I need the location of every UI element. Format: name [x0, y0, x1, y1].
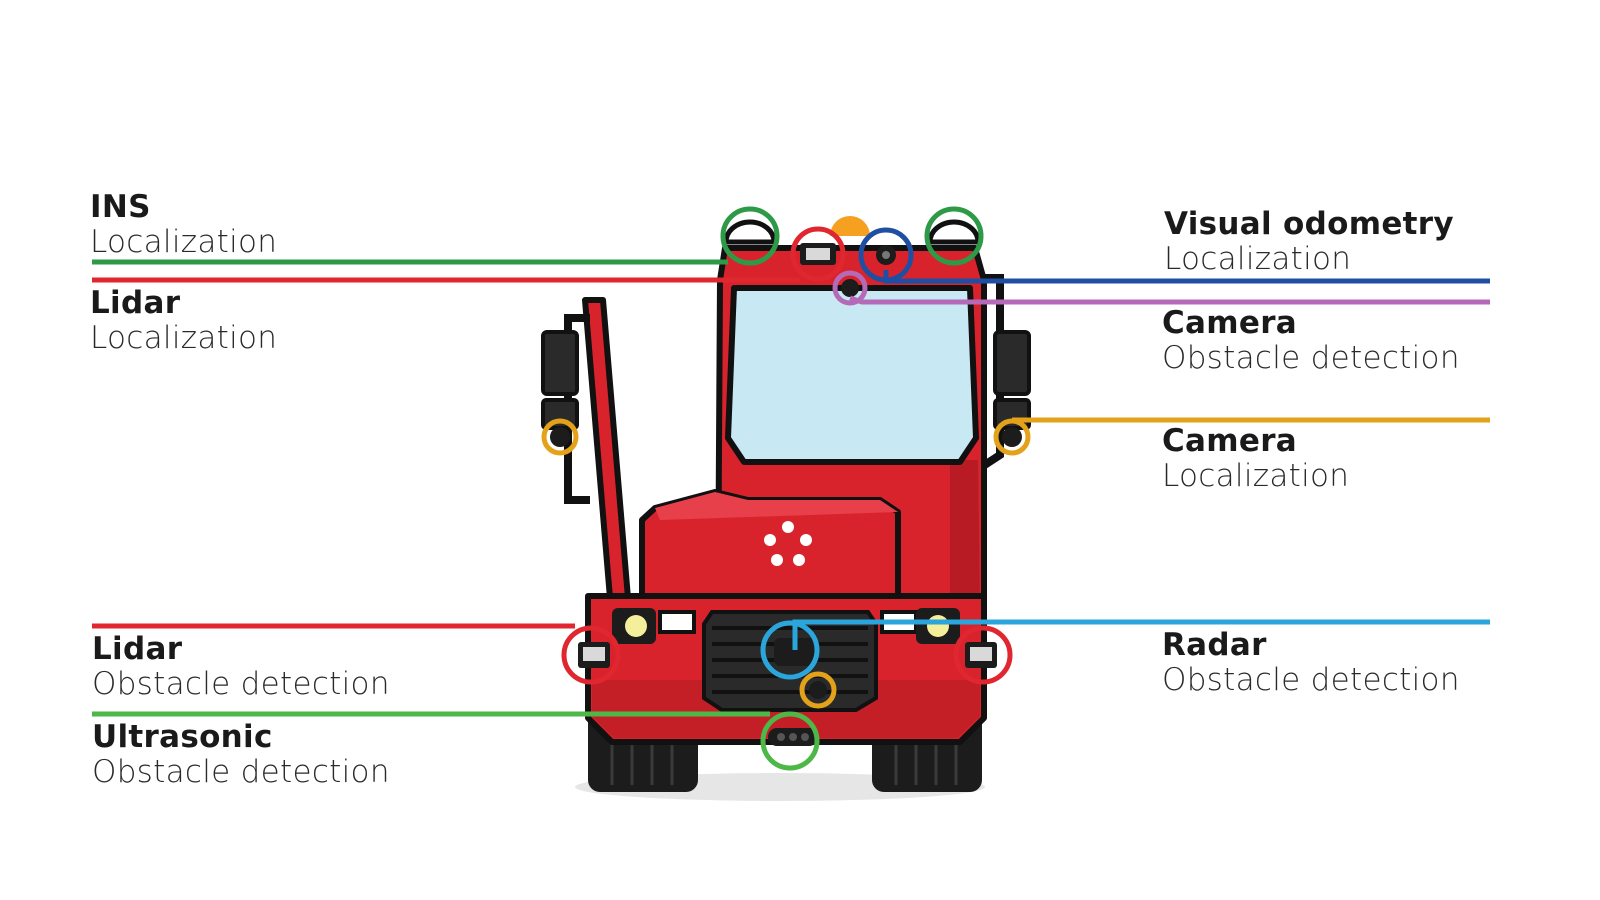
- ins-ring-right: [924, 206, 984, 266]
- right-headlight: [927, 615, 949, 637]
- left-indicator: [658, 610, 696, 634]
- ins-antenna-right: [927, 219, 981, 245]
- label-ins-title: INS: [90, 189, 151, 225]
- beacon-light: [830, 216, 870, 236]
- label-lidar-top-subtitle: Localization: [90, 320, 278, 356]
- radar-unit: [774, 638, 816, 666]
- visual-odometry-ring: [858, 227, 914, 283]
- label-ultrasonic-title: Ultrasonic: [92, 719, 273, 755]
- label-lidar-front: Lidar Obstacle detection: [92, 632, 390, 702]
- label-camera-localization-subtitle: Localization: [1162, 458, 1350, 494]
- grille-camera: [809, 681, 827, 699]
- right-mirror-camera: [1002, 427, 1022, 447]
- label-radar-title: Radar: [1162, 627, 1267, 663]
- label-radar-subtitle: Obstacle detection: [1162, 662, 1460, 698]
- ins-antenna-left: [723, 219, 777, 245]
- camera-localization-ring-left: [541, 418, 579, 456]
- label-visual-odometry: Visual odometry Localization: [1164, 207, 1454, 277]
- camera-localization-ring-right: [993, 418, 1031, 456]
- label-camera-obstacle: Camera Obstacle detection: [1162, 306, 1460, 376]
- windshield-camera: [841, 279, 859, 297]
- label-camera-obstacle-title: Camera: [1162, 305, 1298, 341]
- label-camera-localization-title: Camera: [1162, 423, 1298, 459]
- label-visual-odometry-subtitle: Localization: [1164, 241, 1352, 277]
- windshield: [725, 285, 979, 465]
- label-lidar-top-title: Lidar: [90, 285, 181, 321]
- label-visual-odometry-title: Visual odometry: [1164, 206, 1454, 242]
- left-mirror-camera: [550, 427, 570, 447]
- label-ins: INS Localization: [90, 190, 277, 260]
- ins-ring-left: [720, 206, 780, 266]
- label-camera-localization: Camera Localization: [1162, 424, 1349, 494]
- lidar-front-ring-right: [953, 625, 1013, 685]
- asterisk-logo: [764, 521, 812, 566]
- lidar-top-ring: [790, 226, 846, 282]
- radar-ring: [760, 620, 820, 680]
- label-ultrasonic-subtitle: Obstacle detection: [92, 754, 390, 790]
- cab-shade: [950, 460, 980, 610]
- label-lidar-front-title: Lidar: [92, 631, 183, 667]
- label-ins-subtitle: Localization: [90, 224, 278, 260]
- camera-obstacle-ring: [832, 270, 868, 306]
- label-lidar-top: Lidar Localization: [90, 286, 277, 356]
- ultrasonic-ring: [760, 711, 820, 771]
- camera-obstacle-line: [849, 295, 1490, 305]
- exhaust-stack: [582, 297, 631, 601]
- label-ultrasonic: Ultrasonic Obstacle detection: [92, 720, 390, 790]
- hood-highlight: [655, 492, 898, 520]
- grille-camera-ring: [799, 671, 837, 709]
- left-headlight: [625, 615, 647, 637]
- left-mirror: [541, 330, 579, 396]
- lidar-front-ring-left: [561, 625, 621, 685]
- label-lidar-front-subtitle: Obstacle detection: [92, 666, 390, 702]
- label-radar: Radar Obstacle detection: [1162, 628, 1460, 698]
- label-camera-obstacle-subtitle: Obstacle detection: [1162, 340, 1460, 376]
- right-mirror: [993, 330, 1031, 396]
